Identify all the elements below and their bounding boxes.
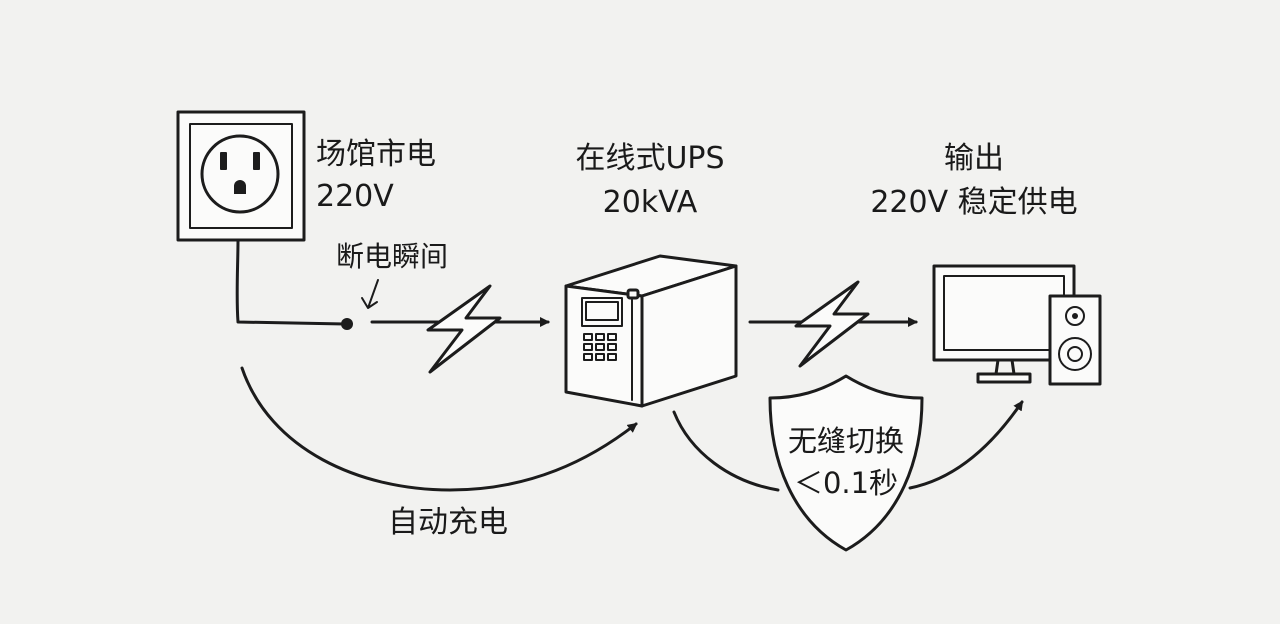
lightning-bolt-icon [794, 280, 870, 368]
output-detail: 220V 稳定供电 [870, 185, 1078, 220]
source-voltage: 220V [316, 179, 394, 214]
power-outlet-icon [176, 110, 306, 242]
outlet-cord [235, 238, 347, 326]
switch-time: ＜0.1秒 [793, 466, 899, 500]
ups-capacity: 20kVA [602, 185, 698, 220]
ups-title: 在线式UPS [575, 141, 725, 176]
cord-end-dot [341, 318, 353, 330]
charging-curve-arrow [240, 366, 638, 492]
switch-curve-left [672, 410, 780, 492]
shield-icon [768, 374, 924, 552]
source-title: 场馆市电 [316, 137, 436, 172]
switch-title: 无缝切换 [787, 424, 904, 458]
speaker-icon [1048, 294, 1102, 386]
charging-label: 自动充电 [388, 505, 508, 540]
switch-curve-right-arrow [908, 400, 1024, 490]
ups-cabinet-icon [564, 254, 738, 408]
outage-label: 断电瞬间 [336, 240, 449, 273]
outage-pointer [361, 279, 379, 309]
output-title: 输出 [944, 141, 1004, 176]
lightning-bolt-icon [426, 284, 502, 374]
